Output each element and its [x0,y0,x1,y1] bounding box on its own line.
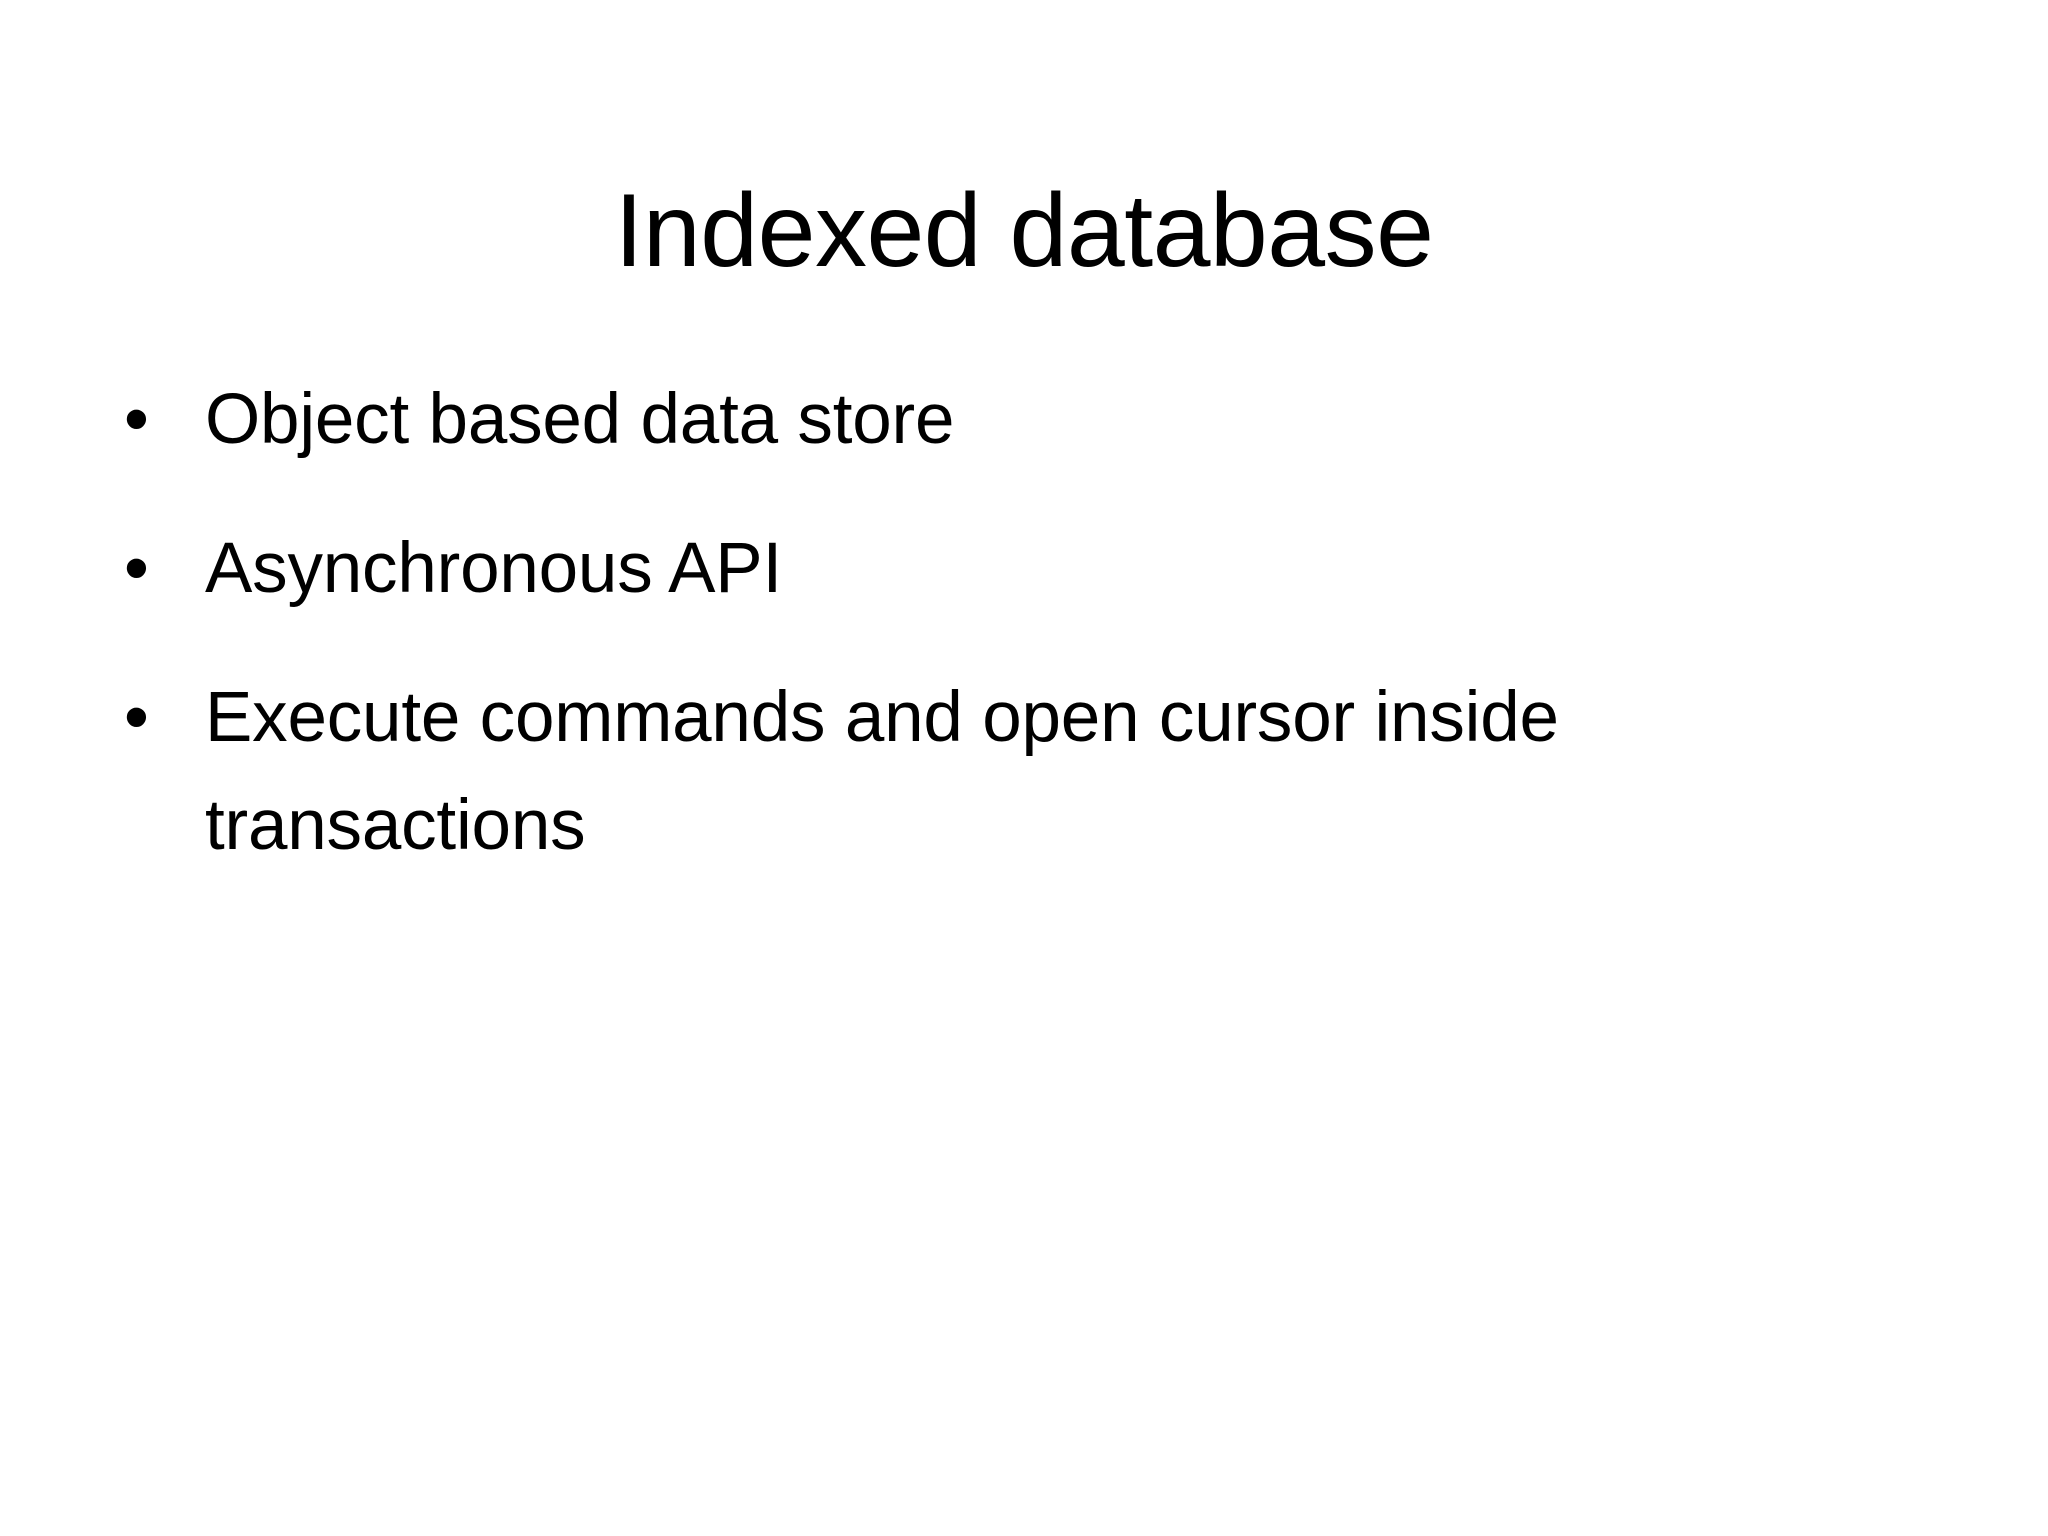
slide-body: • Object based data store • Asynchronous… [96,366,1856,880]
bullet-list: • Object based data store • Asynchronous… [96,366,1856,880]
list-item-label: Execute commands and open cursor inside … [205,677,1559,865]
bullet-point-icon: • [124,380,149,459]
list-item: • Asynchronous API [96,515,1856,623]
list-item-label: Object based data store [205,380,955,459]
list-item: • Execute commands and open cursor insid… [96,664,1856,880]
list-item-label: Asynchronous API [205,528,782,608]
list-item: • Object based data store [96,366,1856,474]
slide-title: Indexed database [614,172,1434,289]
bullet-point-icon: • [124,528,149,608]
bullet-point-icon: • [124,677,149,757]
